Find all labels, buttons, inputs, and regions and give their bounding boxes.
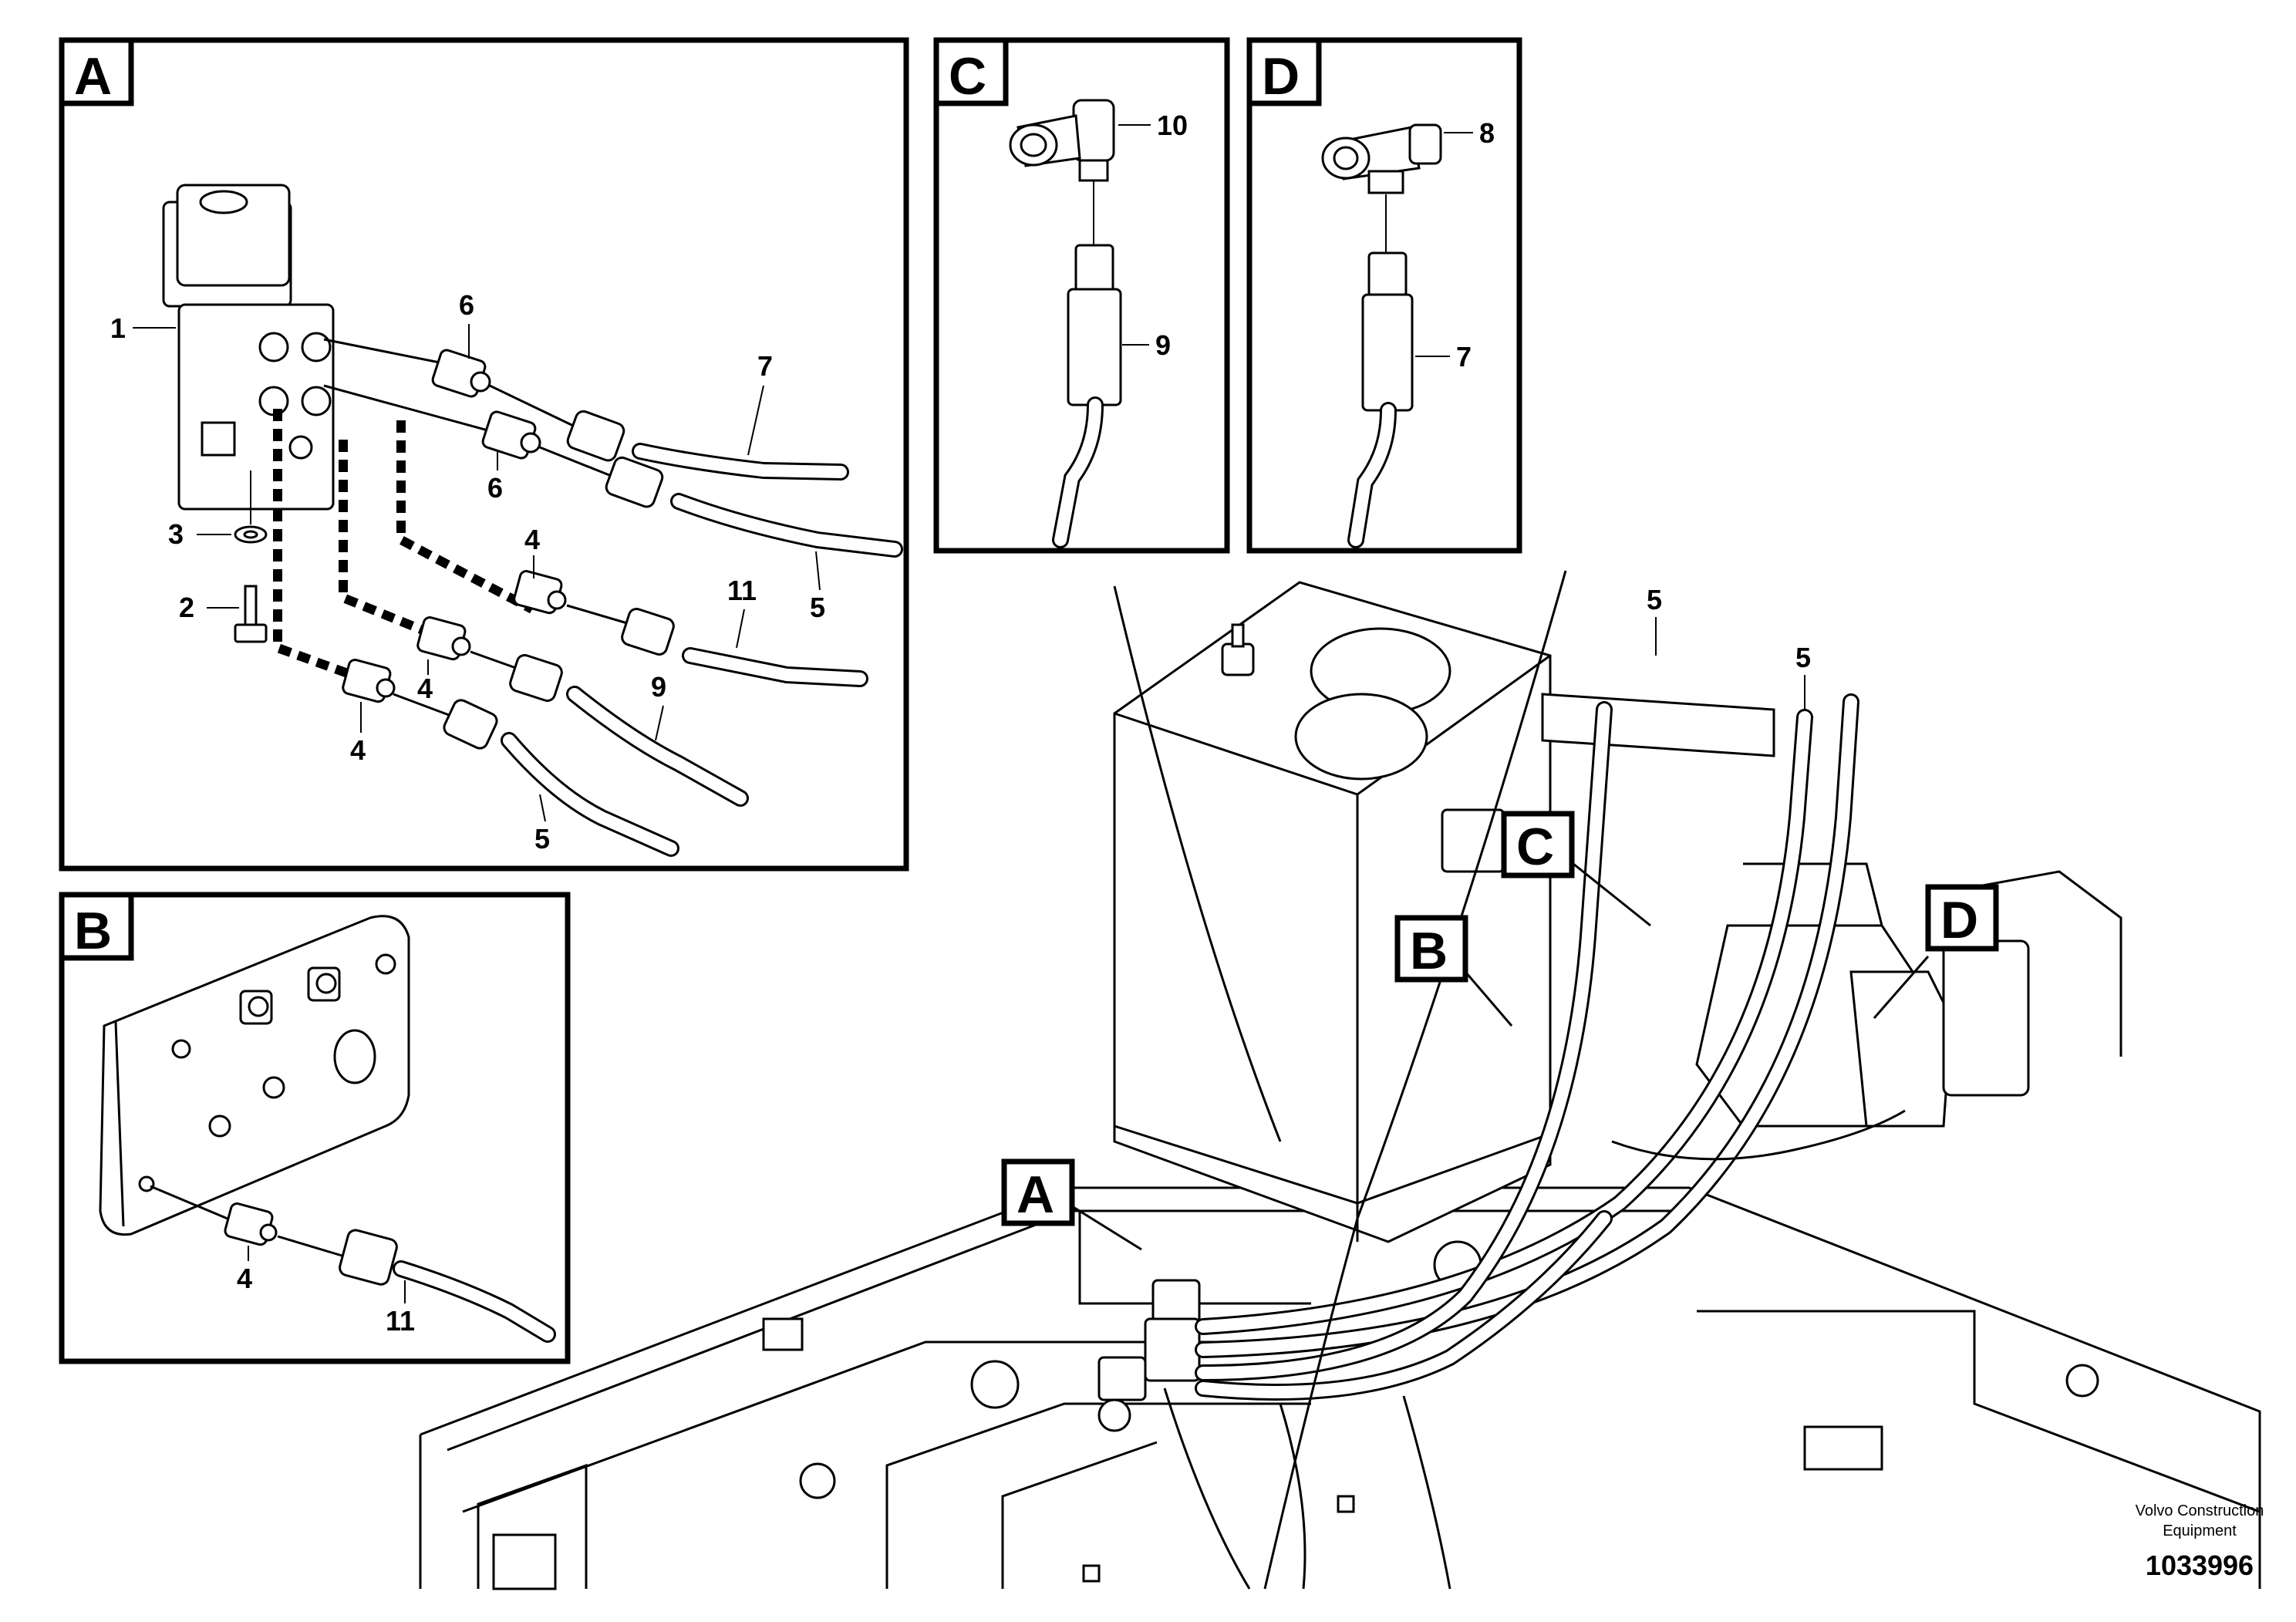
panel-a-label-2: 2 bbox=[179, 592, 194, 623]
machine-hose-label-5a: 5 bbox=[1647, 584, 1662, 615]
panel-a-tag: A bbox=[74, 47, 112, 106]
panel-d-label-7: 7 bbox=[1456, 341, 1472, 373]
panel-b-fitting-4 bbox=[224, 1202, 278, 1246]
panel-a-label-9: 9 bbox=[651, 671, 666, 703]
leader-hose-7 bbox=[489, 384, 587, 433]
leader-6b bbox=[323, 384, 494, 433]
panel-a-label-6a: 6 bbox=[459, 289, 474, 321]
leader-hose-5b bbox=[393, 693, 456, 719]
panel-a-label-6b: 6 bbox=[487, 472, 503, 504]
callout-d: D bbox=[1873, 884, 1999, 1019]
callout-c-label: C bbox=[1516, 818, 1554, 876]
company-name-line2: Equipment bbox=[2163, 1523, 2237, 1539]
plate-fitting-left bbox=[239, 990, 273, 1025]
panel-c-label-9: 9 bbox=[1155, 329, 1171, 361]
hose-7 bbox=[566, 410, 849, 481]
leader-6a bbox=[323, 338, 440, 364]
tank-cover-bottom bbox=[1294, 693, 1428, 781]
leader-hose-5a bbox=[539, 446, 618, 480]
hose-end-7 bbox=[1347, 251, 1414, 548]
machine-overview: A B C D 5 5 bbox=[419, 570, 2261, 1590]
detail-panel-a: A bbox=[59, 37, 909, 872]
hose-9 bbox=[509, 654, 749, 807]
panel-a-label-1: 1 bbox=[110, 312, 126, 344]
panel-a-label-11: 11 bbox=[727, 575, 757, 606]
panel-a-label-7: 7 bbox=[757, 350, 773, 382]
hose-11 bbox=[621, 608, 868, 687]
hose-bundle bbox=[1113, 570, 1906, 1590]
panel-a-label-4b: 4 bbox=[417, 673, 433, 704]
solenoid-valve-installed bbox=[1097, 1279, 1201, 1432]
detail-panel-c: C 10 9 bbox=[933, 37, 1230, 554]
callout-a: A bbox=[1001, 1158, 1142, 1251]
washer bbox=[234, 470, 268, 544]
panel-a-label-4c: 4 bbox=[350, 734, 366, 766]
hose-5-lower bbox=[443, 699, 679, 857]
panel-a-tag-box bbox=[59, 37, 134, 106]
hydraulic-tank bbox=[1113, 581, 1552, 1243]
fitting-4-upper bbox=[513, 570, 567, 615]
panel-b-label-11: 11 bbox=[386, 1305, 415, 1337]
fitting-4-lower bbox=[342, 659, 396, 703]
plate-fitting-right bbox=[307, 966, 341, 1002]
panel-d-tag-box bbox=[1246, 37, 1322, 106]
panel-a-label-5a: 5 bbox=[810, 592, 825, 623]
panel-d-label-8: 8 bbox=[1479, 117, 1495, 149]
hose-5-upper bbox=[605, 456, 903, 558]
bolt bbox=[234, 585, 268, 643]
detail-panel-b: B 4 bbox=[59, 892, 571, 1364]
callout-b: B bbox=[1394, 915, 1513, 1027]
footer: Volvo Construction Equipment 1033996 bbox=[2136, 1502, 2264, 1581]
leader-hose-11 bbox=[566, 604, 633, 626]
panel-b-label-4: 4 bbox=[237, 1263, 252, 1294]
panel-b-leader bbox=[150, 1185, 228, 1220]
panel-a-label-3: 3 bbox=[168, 518, 184, 550]
fitting-6-upper bbox=[431, 349, 491, 398]
callout-b-label: B bbox=[1410, 922, 1448, 980]
callout-a-label: A bbox=[1017, 1165, 1054, 1224]
fitting-4-middle bbox=[416, 616, 471, 661]
hose-end-9 bbox=[1052, 244, 1122, 548]
detail-panel-d: D 8 7 bbox=[1246, 37, 1522, 554]
panel-c-tag: C bbox=[949, 47, 986, 106]
elbow-fitting-10 bbox=[1009, 99, 1115, 182]
fitting-6-lower bbox=[481, 410, 541, 460]
panel-c-label-10: 10 bbox=[1157, 110, 1188, 141]
callout-c: C bbox=[1501, 811, 1651, 927]
document-number: 1033996 bbox=[2146, 1549, 2254, 1581]
panel-d-tag: D bbox=[1262, 47, 1300, 106]
panel-c-tag-box bbox=[933, 37, 1009, 106]
machine-hose-label-5b: 5 bbox=[1795, 642, 1811, 673]
company-name-line1: Volvo Construction bbox=[2136, 1502, 2264, 1519]
panel-a-label-5b: 5 bbox=[534, 823, 550, 855]
panel-a-label-4a: 4 bbox=[524, 524, 540, 555]
callout-d-label: D bbox=[1940, 891, 1978, 949]
tank-breather bbox=[1221, 642, 1255, 676]
tee-fitting-8 bbox=[1321, 123, 1442, 194]
panel-b-hose-11 bbox=[339, 1229, 556, 1343]
solenoid-valve bbox=[162, 184, 335, 511]
panel-b-tag: B bbox=[74, 902, 112, 960]
panel-b-tag-box bbox=[59, 892, 134, 961]
